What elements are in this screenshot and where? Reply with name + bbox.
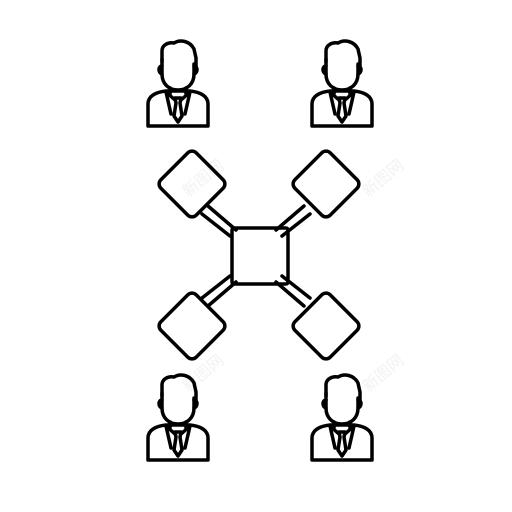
person-top-left-icon (146, 39, 210, 128)
person-top-right-icon (310, 39, 374, 128)
hub-node (230, 226, 290, 286)
node-top-left (154, 146, 230, 222)
connector-top-left (200, 204, 238, 238)
node-bottom-right (288, 288, 364, 364)
connector-bottom-left (200, 274, 238, 308)
connector-top-right (274, 204, 312, 238)
node-bottom-left (154, 288, 230, 364)
person-bottom-left-icon (146, 373, 210, 462)
person-bottom-right-icon (310, 373, 374, 462)
connector-bottom-right (274, 274, 312, 308)
